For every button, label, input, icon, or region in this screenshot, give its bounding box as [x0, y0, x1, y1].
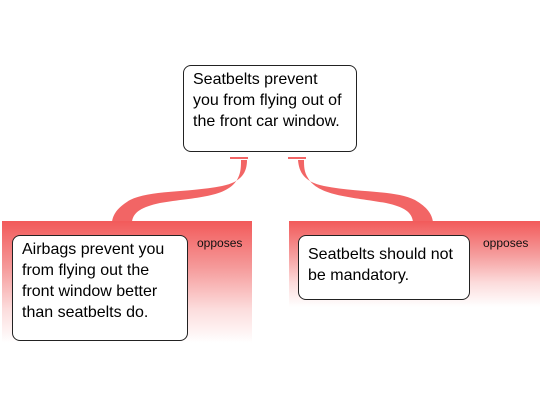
connector-right: [288, 160, 433, 222]
objection-text-left: Airbags prevent you from flying out the …: [22, 241, 165, 321]
connector-right-cap: [288, 157, 306, 159]
objection-node-right[interactable]: Seatbelts should not be mandatory.: [298, 235, 470, 300]
objection-node-left[interactable]: Airbags prevent you from flying out the …: [12, 235, 188, 341]
objection-text-right: Seatbelts should not be mandatory.: [308, 246, 453, 284]
relation-label-left: opposes: [197, 236, 243, 250]
main-claim-node[interactable]: Seatbelts prevent you from flying out of…: [183, 65, 357, 152]
connector-left: [112, 160, 247, 222]
relation-label-right: opposes: [483, 236, 529, 250]
main-claim-text: Seatbelts prevent you from flying out of…: [193, 71, 342, 130]
connector-left-cap: [230, 157, 248, 159]
